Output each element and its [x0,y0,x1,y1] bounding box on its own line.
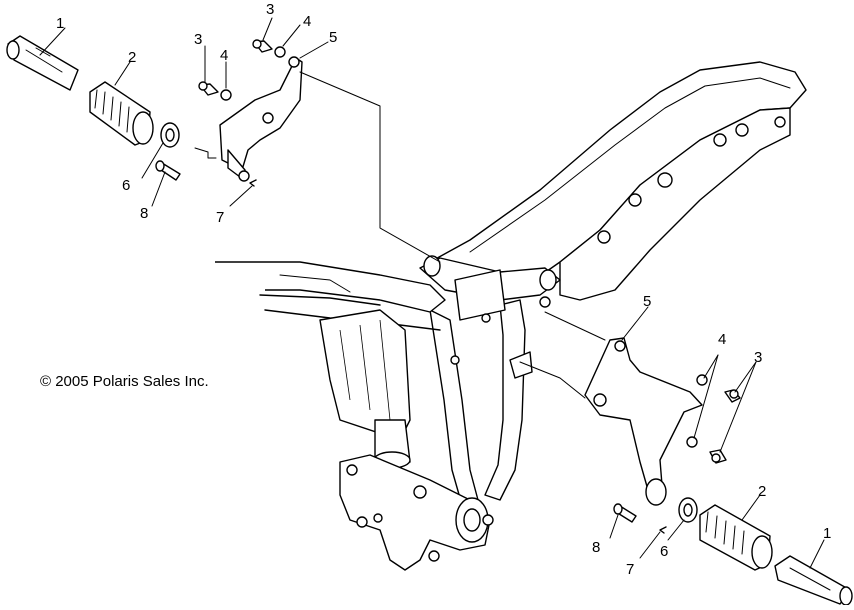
footrest-bracket-left [219,56,303,182]
callout-br-6: 6 [660,543,668,560]
bolt-left-a [198,81,219,96]
clevis-pin-right [613,503,637,523]
callout-tl-6: 6 [122,177,130,194]
callout-br-2: 2 [758,483,766,500]
footrest-assembly-right [519,311,853,606]
nut-left-a [220,89,232,101]
footrest-bracket-right [584,337,703,506]
nut-left-b [274,46,286,58]
main-frame [215,61,807,571]
callout-tl-8: 8 [140,205,148,222]
bolt-left-b [252,39,273,53]
nut-right-a [696,374,708,386]
footpeg-rubber-right [699,504,773,571]
footrest-pin-left [6,35,79,91]
cotter-pin-right [659,526,667,534]
footrest-assembly-left [6,35,441,263]
nut-right-b [686,436,698,448]
callout-tl-4a: 4 [220,47,228,64]
callout-tl-1: 1 [56,15,64,32]
callout-tl-4b: 4 [303,13,311,30]
callout-tl-2: 2 [128,49,136,66]
callout-tl-5: 5 [329,29,337,46]
footrest-pin-right [774,555,853,606]
callout-labels: 1 2 3 3 4 4 5 6 8 7 5 4 3 2 1 8 7 6 [56,1,831,578]
callout-leaders [39,17,825,569]
callout-br-7: 7 [626,561,634,578]
callout-br-4: 4 [718,331,726,348]
footpeg-rubber-left [89,81,154,146]
callout-tl-3a: 3 [194,31,202,48]
bolt-right-a [724,389,741,403]
callout-br-5: 5 [643,293,651,310]
clevis-pin-left [155,160,181,181]
cotter-pin-left [249,179,257,187]
bolt-right-b [709,449,727,464]
callout-br-3: 3 [754,349,762,366]
copyright-notice: © 2005 Polaris Sales Inc. [40,373,209,390]
callout-tl-3b: 3 [266,1,274,18]
callout-br-8: 8 [592,539,600,556]
callout-tl-7: 7 [216,209,224,226]
callout-br-1: 1 [823,525,831,542]
